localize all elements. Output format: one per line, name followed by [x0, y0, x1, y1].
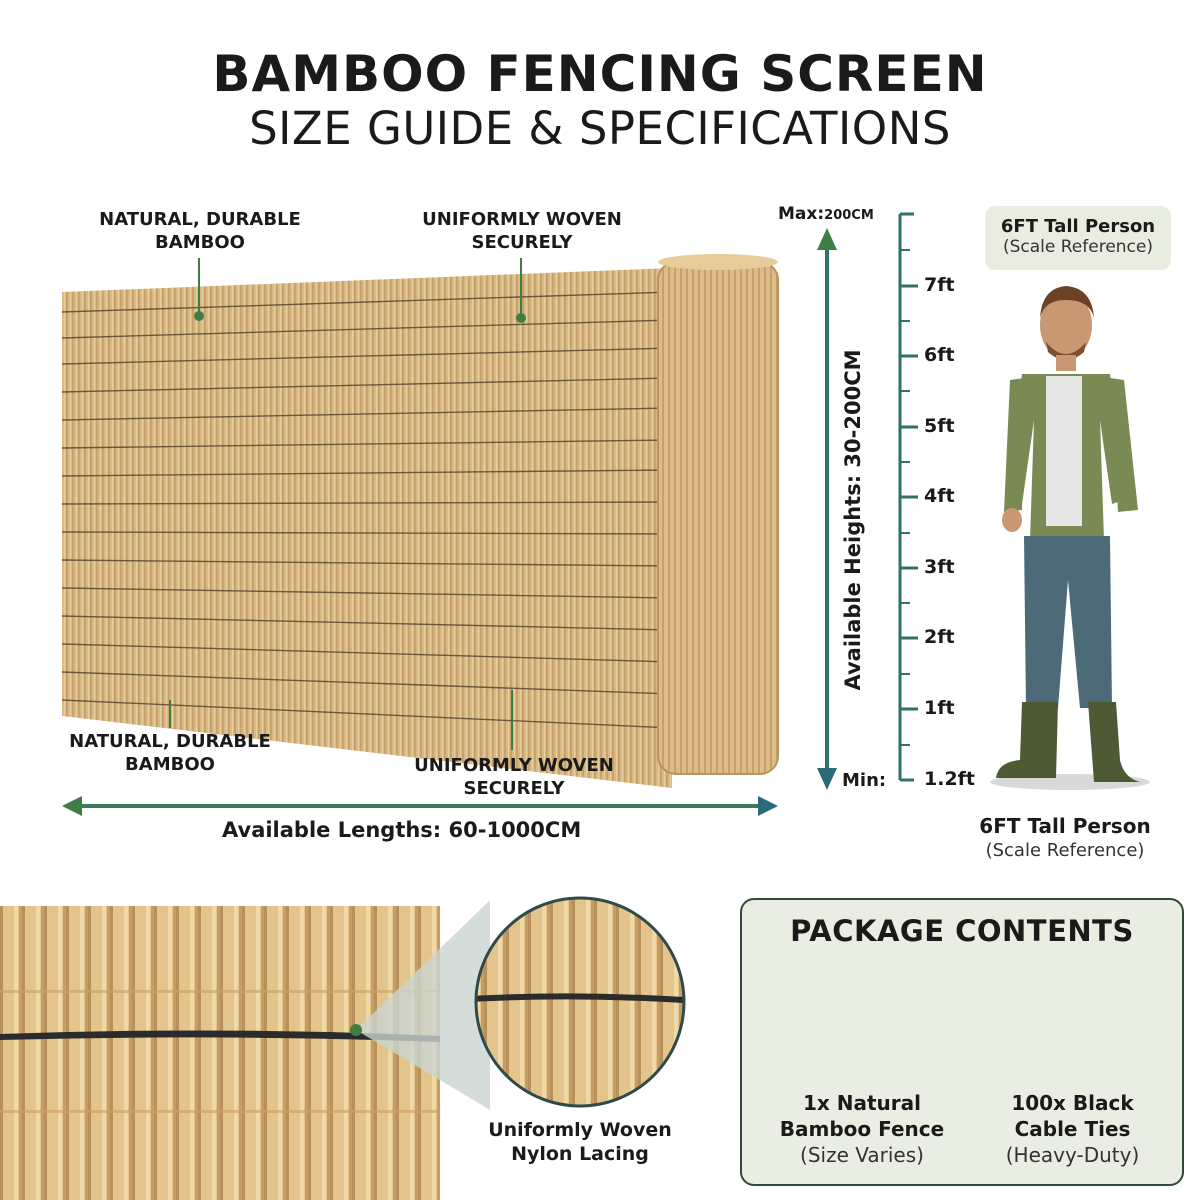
ruler-tick-5ft: 5ft: [924, 415, 955, 437]
heights-label: Available Heights: 30-200CM: [841, 349, 865, 691]
package-contents-panel: PACKAGE CONTENTS 1x Natural Bamboo Fence…: [740, 898, 1184, 1186]
person-illustration: [990, 286, 1150, 790]
ruler-tick-3ft: 3ft: [924, 556, 955, 578]
ruler-tick-4ft: 4ft: [924, 485, 955, 507]
ruler-tick-2ft: 2ft: [924, 626, 955, 648]
ruler-tick-7ft: 7ft: [924, 274, 955, 296]
lengths-label: Available Lengths: 60-1000CM: [222, 818, 582, 842]
height-ruler: [898, 212, 918, 782]
min-height-label: Min:: [842, 770, 887, 791]
scale-reference-badge: 6FT Tall Person (Scale Reference): [985, 206, 1171, 270]
package-item-fence: 1x Natural Bamboo Fence (Size Varies): [779, 1091, 945, 1167]
lacing-zoom-circle: [474, 896, 686, 1108]
max-height-label: Max:200CM: [778, 204, 874, 224]
fence-panel: [61, 268, 673, 788]
fence-roll: [657, 254, 779, 775]
page-subtitle: SIZE GUIDE & SPECIFICATIONS: [249, 102, 951, 155]
height-arrow: [817, 228, 837, 790]
lacing-caption: Uniformly Woven Nylon Lacing: [488, 1119, 672, 1165]
ruler-tick-1ft: 1ft: [924, 697, 955, 719]
ruler-tick-6ft: 6ft: [924, 344, 955, 366]
person-caption: 6FT Tall Person (Scale Reference): [979, 814, 1151, 861]
page-title: BAMBOO FENCING SCREEN: [212, 45, 988, 103]
package-item-cable-ties: 100x Black Cable Ties (Heavy-Duty): [1005, 1091, 1140, 1167]
package-title: PACKAGE CONTENTS: [790, 914, 1134, 948]
ruler-tick-min: 1.2ft: [924, 768, 976, 790]
